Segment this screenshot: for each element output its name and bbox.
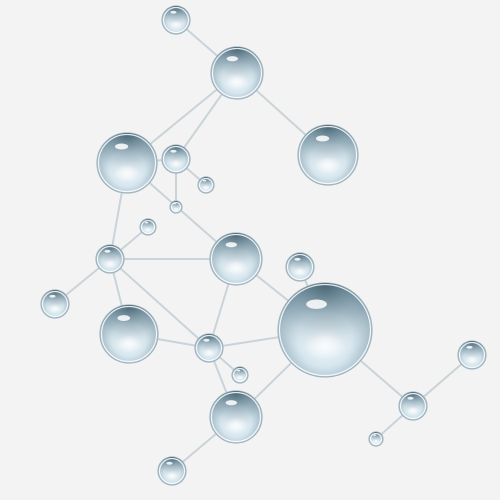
atom-sphere-a16 — [231, 366, 249, 384]
atom-sphere-a15 — [194, 333, 224, 363]
atoms-group — [40, 5, 487, 486]
atom-sphere-a1 — [161, 5, 191, 35]
atom-sphere-a21 — [157, 456, 187, 486]
atom-sphere-a4 — [96, 132, 158, 194]
atom-sphere-a2 — [210, 46, 264, 100]
atom-sphere-a10 — [209, 232, 263, 286]
atom-sphere-a11 — [285, 252, 315, 282]
atom-sphere-a13 — [99, 304, 159, 364]
atom-sphere-a19 — [398, 391, 428, 421]
bond-a9-a15 — [109, 258, 210, 349]
atom-sphere-a14 — [277, 282, 373, 378]
atom-sphere-a7 — [169, 200, 183, 214]
atom-sphere-a18 — [457, 340, 487, 370]
atom-sphere-a17 — [209, 390, 263, 444]
atom-sphere-a6 — [197, 176, 215, 194]
atom-sphere-a3 — [297, 124, 359, 186]
atom-sphere-a20 — [368, 431, 384, 447]
atom-sphere-a5 — [161, 144, 191, 174]
atom-sphere-a12 — [40, 289, 70, 319]
atom-sphere-a9 — [95, 244, 125, 274]
atom-sphere-a8 — [139, 218, 157, 236]
